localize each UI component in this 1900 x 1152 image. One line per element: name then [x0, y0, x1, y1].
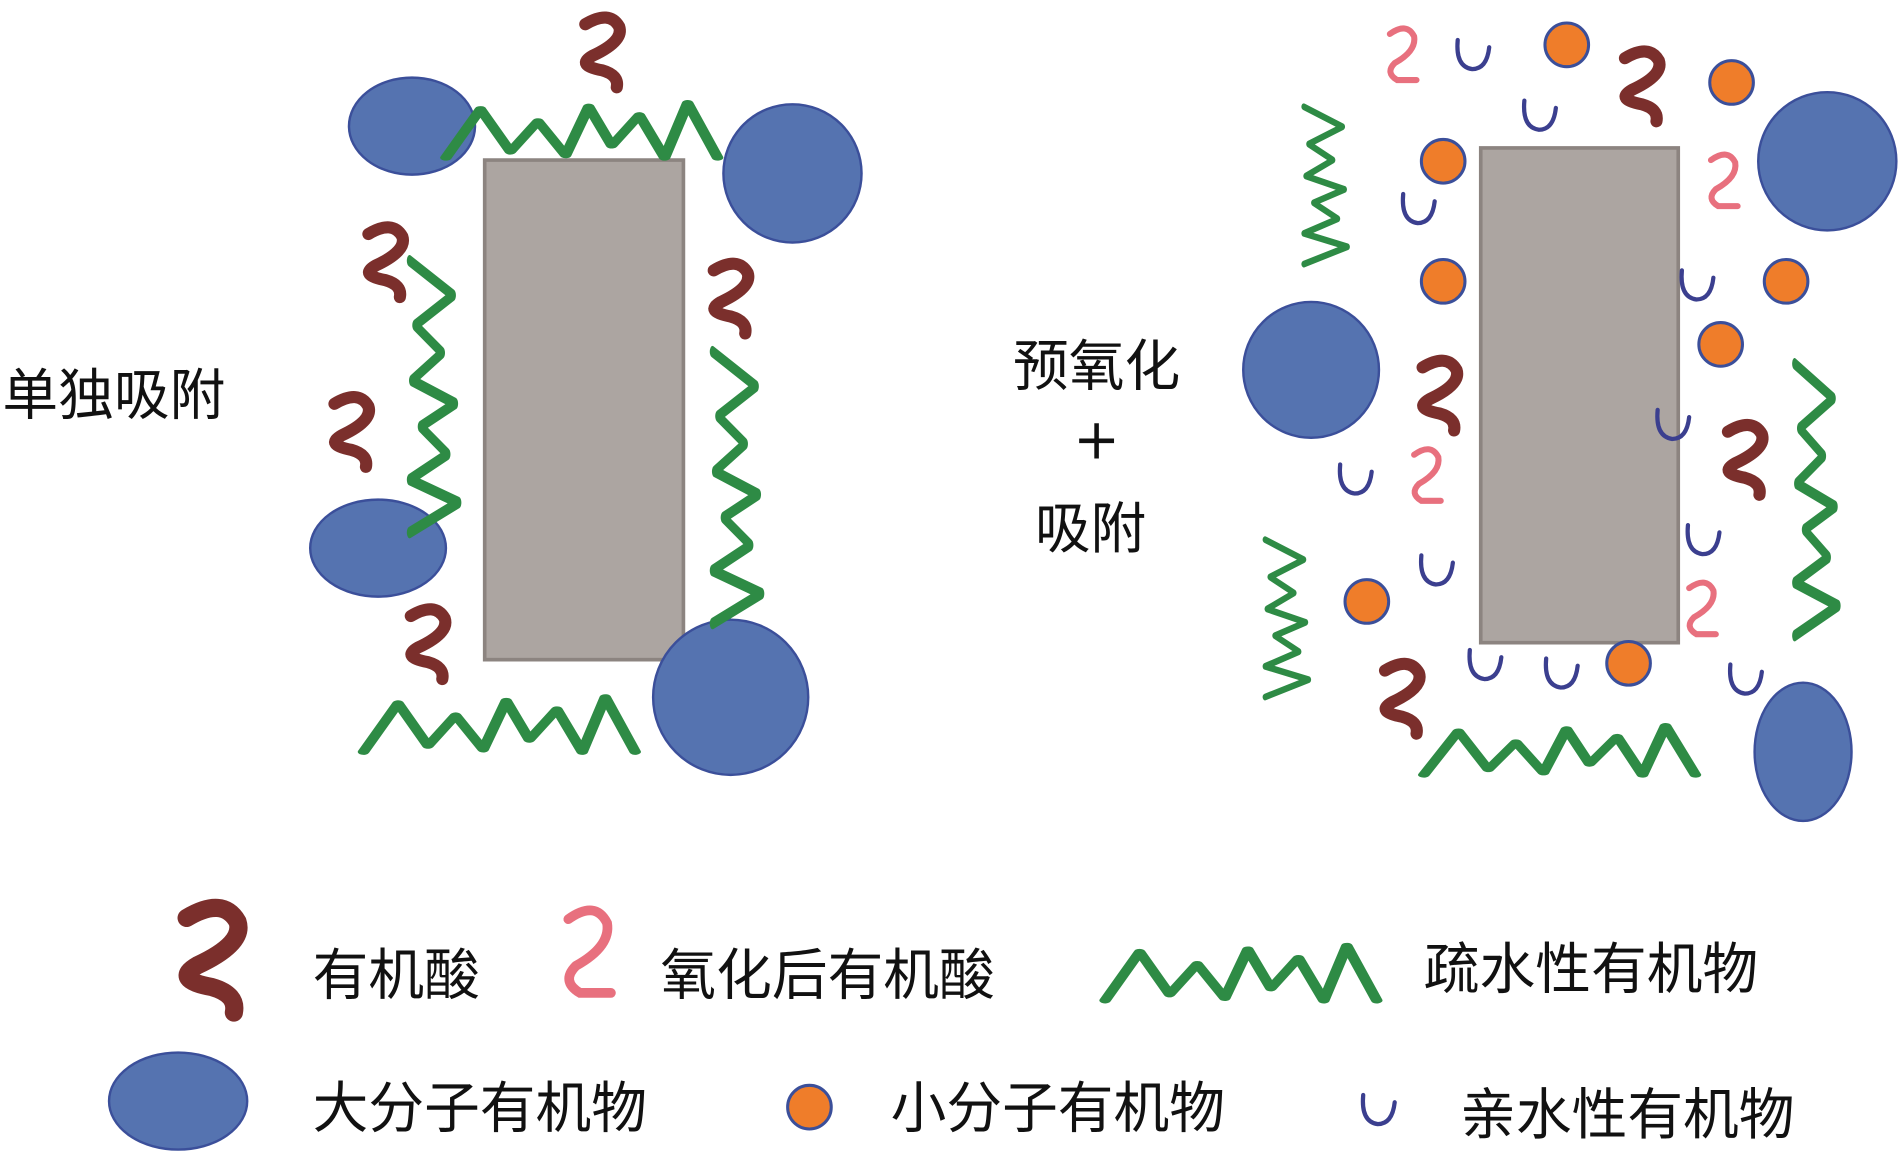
oxidized-acid — [1414, 449, 1441, 501]
preoxidation-label: 预氧化 — [1013, 335, 1180, 400]
hydrophobic-legend-icon — [1105, 946, 1377, 1001]
legend-hydrophobic: 疏水性有机物 — [1424, 937, 1758, 1002]
legend: 有机酸 氧化后有机酸 疏水性有机物 大分子有机物 小分子有机物 亲水性有机物 — [107, 908, 1795, 1151]
macromolecule — [1753, 681, 1853, 823]
oxidized-acid — [1711, 155, 1738, 207]
legend-hydrophilic: 亲水性有机物 — [1460, 1083, 1794, 1148]
hydrophobic-organic — [1265, 540, 1309, 697]
organic-acid — [1728, 425, 1763, 495]
organic-acid — [411, 609, 446, 679]
organic-acid — [714, 264, 749, 334]
hydrophobic-organic — [364, 697, 636, 752]
right-panel — [1242, 21, 1898, 823]
organic-acid — [1423, 361, 1458, 431]
hydrophilic-organic — [1546, 658, 1578, 687]
hydrophobic-organic — [446, 103, 718, 158]
organic-acid — [1385, 664, 1420, 734]
organic-acid — [585, 18, 620, 88]
macromolecule — [308, 498, 448, 598]
single-adsorption-label: 单独吸附 — [2, 364, 225, 429]
small-molecule — [1762, 257, 1810, 305]
macromolecule — [722, 103, 863, 244]
particle — [482, 158, 686, 662]
small-molecule — [1708, 59, 1755, 106]
hydrophilic-organic — [1403, 194, 1435, 223]
left-panel — [308, 18, 863, 777]
macromolecule — [1242, 300, 1381, 439]
macromolecule — [651, 618, 810, 777]
hydrophobic-organic — [1795, 364, 1839, 636]
legend-oxidized-acid: 氧化后有机酸 — [660, 943, 994, 1008]
hydrophilic-organic — [1470, 650, 1502, 679]
organic-acid-legend-icon — [187, 908, 239, 1013]
plus-sign: + — [1073, 407, 1120, 472]
oxidized-acid — [1390, 28, 1417, 80]
macromolecule — [1757, 90, 1898, 232]
hydrophobic-organic — [1304, 107, 1348, 264]
hydrophilic-legend-icon — [1363, 1095, 1395, 1124]
hydrophobic-organic — [410, 261, 459, 533]
oxidized-acid — [1689, 583, 1716, 635]
particle — [1478, 146, 1681, 645]
organic-acid — [334, 397, 369, 467]
small-molecule — [1697, 321, 1744, 368]
small-molecule — [1343, 578, 1391, 625]
small-molecule-legend-icon — [786, 1083, 833, 1131]
hydrophilic-organic — [1688, 525, 1720, 554]
small-molecule — [1605, 639, 1652, 687]
hydrophilic-organic — [1421, 555, 1453, 584]
organic-acid — [1625, 51, 1660, 121]
hydrophobic-organic — [713, 352, 762, 624]
legend-organic-acid: 有机酸 — [313, 943, 480, 1008]
legend-macromolecule: 大分子有机物 — [313, 1077, 647, 1142]
hydrophilic-organic — [1457, 40, 1489, 69]
legend-small-molecule: 小分子有机物 — [891, 1077, 1225, 1142]
hydrophilic-organic — [1340, 464, 1372, 493]
small-molecule — [1543, 21, 1591, 69]
macromolecule — [347, 76, 477, 176]
adsorption-label: 吸附 — [1035, 497, 1146, 562]
hydrophilic-organic — [1730, 665, 1762, 694]
small-molecule — [1419, 257, 1467, 305]
oxidized-acid-legend-icon — [568, 910, 611, 993]
macromolecule-legend-icon — [107, 1051, 249, 1151]
hydrophilic-organic — [1682, 270, 1714, 299]
hydrophobic-organic — [1424, 726, 1696, 775]
small-molecule — [1419, 137, 1467, 185]
hydrophilic-organic — [1524, 101, 1556, 130]
organic-acid — [368, 227, 403, 297]
